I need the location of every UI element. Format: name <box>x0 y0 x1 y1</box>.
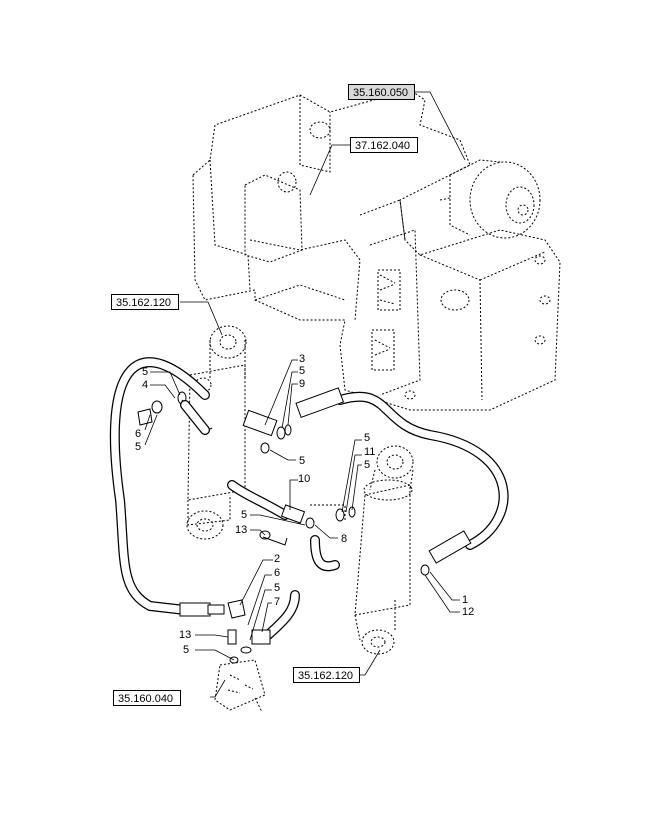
leader-lines <box>144 91 466 698</box>
callout-6: 6 <box>274 567 281 579</box>
left-cylinder <box>186 325 247 540</box>
reference-box-accumulator[interactable]: 35.160.050 <box>348 84 415 100</box>
callout-1: 1 <box>462 594 469 606</box>
mounting-frame <box>192 89 561 411</box>
callout-5: 5 <box>299 365 306 377</box>
accumulator <box>439 159 541 239</box>
left-fittings <box>137 391 288 546</box>
callout-5: 5 <box>364 432 371 444</box>
callout-5: 5 <box>135 441 142 453</box>
callout-3: 3 <box>299 353 306 365</box>
callout-13: 13 <box>179 629 192 641</box>
callout-6: 6 <box>135 428 142 440</box>
callout-11: 11 <box>364 446 376 458</box>
control-valve <box>214 659 266 713</box>
callout-4: 4 <box>142 379 149 391</box>
callout-13: 13 <box>235 524 248 536</box>
reference-box-frame[interactable]: 37.162.040 <box>350 137 418 153</box>
callout-5: 5 <box>241 509 248 521</box>
callout-9: 9 <box>299 378 306 390</box>
hose-10 <box>227 480 356 572</box>
valve-fittings <box>227 590 300 664</box>
reference-box-right-cylinder[interactable]: 35.162.120 <box>293 667 360 683</box>
hose-long-right <box>295 387 509 576</box>
callout-12: 12 <box>462 606 475 618</box>
callout-5: 5 <box>299 455 306 467</box>
callout-5: 5 <box>142 366 149 378</box>
hose-long-left <box>109 357 225 617</box>
tube-3 <box>242 409 292 454</box>
callout-2: 2 <box>274 553 281 565</box>
callout-5: 5 <box>364 459 371 471</box>
reference-box-control-valve[interactable]: 35.160.040 <box>113 690 181 706</box>
callout-5: 5 <box>274 582 281 594</box>
callout-8: 8 <box>341 533 348 545</box>
callout-7: 7 <box>274 596 281 608</box>
reference-box-left-cylinder[interactable]: 35.162.120 <box>111 294 179 310</box>
callout-10: 10 <box>298 473 311 485</box>
right-cylinder <box>354 445 414 655</box>
callout-5: 5 <box>183 644 190 656</box>
